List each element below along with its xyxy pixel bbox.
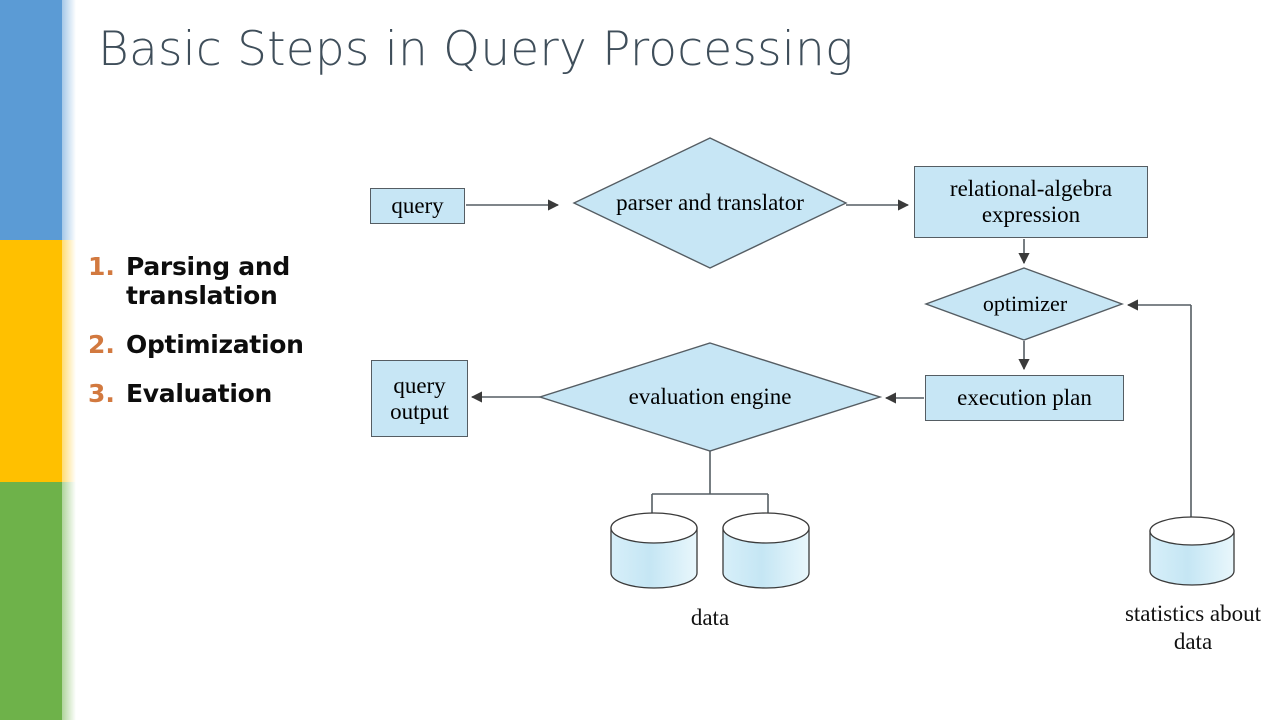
rail-band-blue [0, 0, 62, 240]
list-item-label: Optimization [126, 330, 304, 359]
shape-optimizer [923, 267, 1125, 341]
node-query: query [370, 188, 465, 224]
list-item: 1. Parsing and translation [88, 252, 348, 310]
node-execution-plan: execution plan [925, 375, 1124, 421]
rail-glow-yellow [62, 240, 76, 482]
shape-parser-translator [572, 137, 848, 269]
rail-glow-blue [62, 0, 76, 240]
rail-band-yellow [0, 240, 62, 482]
list-item-number: 1. [88, 252, 115, 281]
list-item-label: Parsing and translation [126, 252, 290, 310]
list-item-number: 3. [88, 379, 115, 408]
steps-list: 1. Parsing and translation 2. Optimizati… [88, 252, 348, 428]
shape-evaluation-engine [537, 342, 883, 452]
list-item-label: Evaluation [126, 379, 272, 408]
caption-statistics-about-data: statistics about data [1124, 601, 1262, 654]
cylinder-data-left [610, 512, 698, 589]
caption-data: data [690, 605, 730, 630]
list-item: 2. Optimization [88, 330, 348, 359]
page-title: Basic Steps in Query Processing [98, 22, 854, 77]
cylinder-data-right [722, 512, 810, 589]
cylinder-statistics [1149, 516, 1235, 586]
rail-band-green [0, 482, 62, 720]
node-query-output: query output [371, 360, 468, 437]
list-item-number: 2. [88, 330, 115, 359]
list-item: 3. Evaluation [88, 379, 348, 408]
rail-glow-green [62, 482, 76, 720]
node-relational-algebra-expression: relational-algebra expression [914, 166, 1148, 238]
